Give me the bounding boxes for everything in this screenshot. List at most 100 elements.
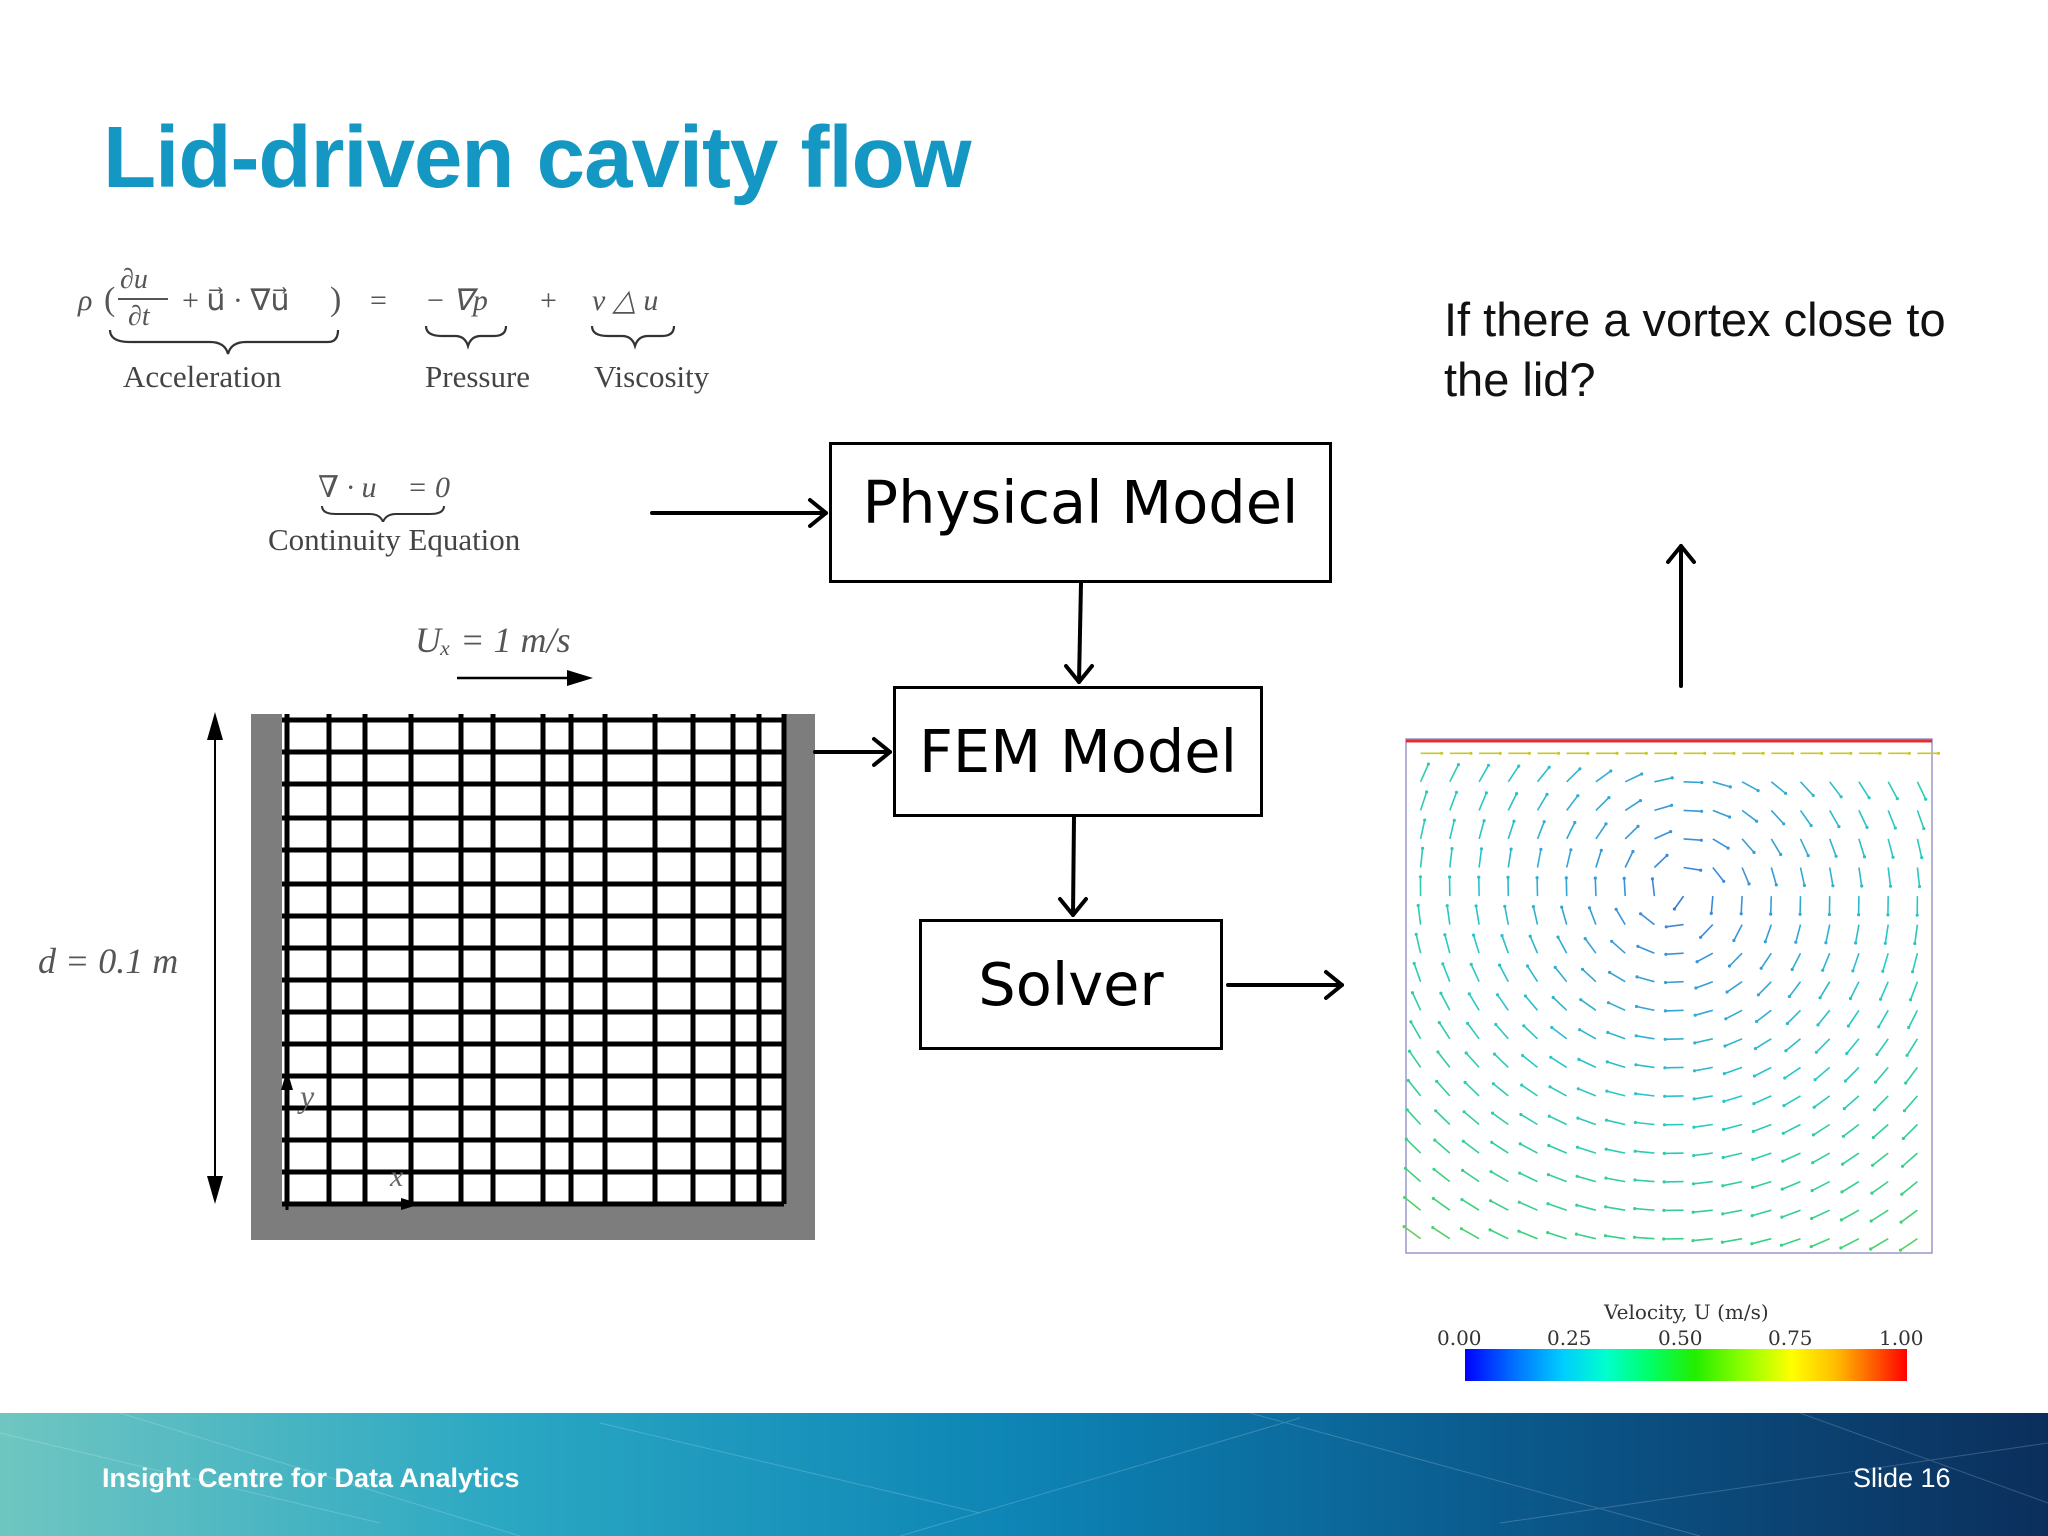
velocity-vector xyxy=(1609,971,1626,983)
velocity-vector xyxy=(1606,1148,1626,1154)
velocity-vector-head xyxy=(1434,1109,1438,1113)
velocity-vector xyxy=(1829,781,1842,798)
velocity-vector xyxy=(1595,770,1612,783)
velocity-vector-head xyxy=(1495,993,1500,997)
velocity-vector xyxy=(1887,838,1894,858)
velocity-vector xyxy=(1887,867,1892,887)
velocity-vector-head xyxy=(1662,1151,1666,1155)
velocity-vector-head xyxy=(1843,1079,1847,1083)
velocity-vector-head xyxy=(1841,1162,1845,1166)
velocity-vector xyxy=(1588,907,1597,925)
velocity-vector xyxy=(1415,934,1422,954)
velocity-vector-head xyxy=(1841,1134,1845,1138)
velocity-vector-head xyxy=(1726,846,1730,850)
velocity-vector-head xyxy=(1454,790,1459,794)
velocity-vector xyxy=(1449,792,1458,811)
velocity-vector xyxy=(1434,1139,1451,1154)
velocity-vector-head xyxy=(1693,1041,1697,1045)
velocity-vector xyxy=(1634,1207,1655,1211)
velocity-vector-head xyxy=(1752,850,1756,854)
velocity-vector xyxy=(1900,1238,1918,1251)
velocity-vector xyxy=(1741,867,1750,885)
velocity-vector-head xyxy=(1728,815,1732,819)
velocity-vector xyxy=(1654,804,1672,812)
svg-text:− ∇p: − ∇p xyxy=(425,284,488,317)
velocity-vector xyxy=(1408,1050,1422,1068)
velocity-vector xyxy=(1665,1009,1684,1012)
velocity-vector-head xyxy=(1722,1099,1726,1103)
velocity-vector-head xyxy=(1580,967,1585,971)
velocity-vector-head xyxy=(1662,1208,1666,1212)
velocity-vector-head xyxy=(1548,1085,1552,1089)
velocity-vector-head xyxy=(1433,1138,1437,1142)
velocity-vector xyxy=(1786,1009,1802,1025)
velocity-vector-head xyxy=(1821,968,1825,972)
velocity-vector xyxy=(1781,1209,1801,1218)
velocity-vector-head xyxy=(1547,1143,1551,1148)
velocity-vector xyxy=(1490,1171,1509,1183)
velocity-vector xyxy=(1858,838,1866,858)
velocity-vector xyxy=(1478,848,1483,868)
velocity-vector-head xyxy=(1633,1120,1637,1125)
velocity-vector-head xyxy=(1523,994,1527,998)
velocity-vector-head xyxy=(1721,1184,1725,1188)
velocity-vector-head xyxy=(1610,939,1614,943)
velocity-vector-head xyxy=(1779,1243,1784,1247)
velocity-vector-head xyxy=(1633,1207,1637,1211)
velocity-vector xyxy=(1581,968,1597,983)
velocity-vector-head xyxy=(1670,776,1674,780)
velocity-vector xyxy=(1584,938,1597,954)
velocity-vector xyxy=(1419,848,1424,868)
velocity-vector-head xyxy=(1450,847,1454,851)
velocity-vector xyxy=(1501,935,1510,954)
velocity-vector-head xyxy=(1756,993,1760,997)
velocity-vector xyxy=(1884,924,1889,944)
velocity-vector xyxy=(1907,1009,1919,1028)
velocity-vector-head xyxy=(1509,847,1513,851)
velocity-vector xyxy=(1547,1231,1567,1240)
velocity-vector-head xyxy=(1546,1231,1550,1235)
velocity-vector-head xyxy=(1663,1009,1667,1013)
velocity-vector-head xyxy=(1857,913,1861,917)
velocity-vector xyxy=(1811,1209,1831,1220)
velocity-vector-head xyxy=(1479,847,1484,851)
velocity-vector-head xyxy=(1824,941,1828,945)
velocity-vector-head xyxy=(1751,1157,1755,1161)
velocity-vector-head xyxy=(1542,820,1546,824)
velocity-vector-head xyxy=(1871,1135,1875,1140)
svg-text:=: = xyxy=(370,284,387,317)
velocity-vector-head xyxy=(1721,1212,1725,1216)
velocity-vector xyxy=(1871,1180,1889,1194)
velocity-vector-head xyxy=(1871,1163,1875,1167)
velocity-vector xyxy=(1683,781,1702,784)
velocity-vector xyxy=(1636,976,1655,983)
velocity-vector xyxy=(1769,896,1773,915)
velocity-vector xyxy=(1849,981,1860,999)
velocity-vector-head xyxy=(1550,1025,1554,1030)
velocity-vector-head xyxy=(1606,1001,1611,1005)
velocity-vector xyxy=(1712,838,1729,849)
velocity-vector xyxy=(1624,851,1634,868)
velocity-vector-head xyxy=(1723,1044,1727,1048)
velocity-vector-head xyxy=(1531,905,1535,909)
velocity-vector-head xyxy=(1888,884,1893,888)
velocity-vector xyxy=(1417,905,1422,925)
velocity-vector-head xyxy=(1607,796,1611,800)
velocity-vector xyxy=(1887,810,1897,829)
velocity-vector xyxy=(1576,1233,1597,1240)
velocity-vector-head xyxy=(1725,990,1729,994)
velocity-vector-head xyxy=(1520,1083,1524,1087)
velocity-vector xyxy=(1550,1056,1568,1069)
velocity-vector xyxy=(1595,797,1610,811)
velocity-vector xyxy=(1507,793,1518,811)
velocity-vector-head xyxy=(1840,1190,1844,1194)
footer-bar xyxy=(0,1413,2048,1536)
velocity-vector-head xyxy=(1784,1049,1788,1053)
velocity-vector xyxy=(1784,1066,1801,1079)
velocity-vector xyxy=(1693,1123,1713,1128)
velocity-vector xyxy=(1693,1209,1713,1213)
velocity-vector-head xyxy=(1402,1225,1406,1229)
velocity-vector-head xyxy=(1500,934,1504,938)
velocity-vector-head xyxy=(1539,847,1543,851)
velocity-vector xyxy=(1491,1141,1509,1154)
